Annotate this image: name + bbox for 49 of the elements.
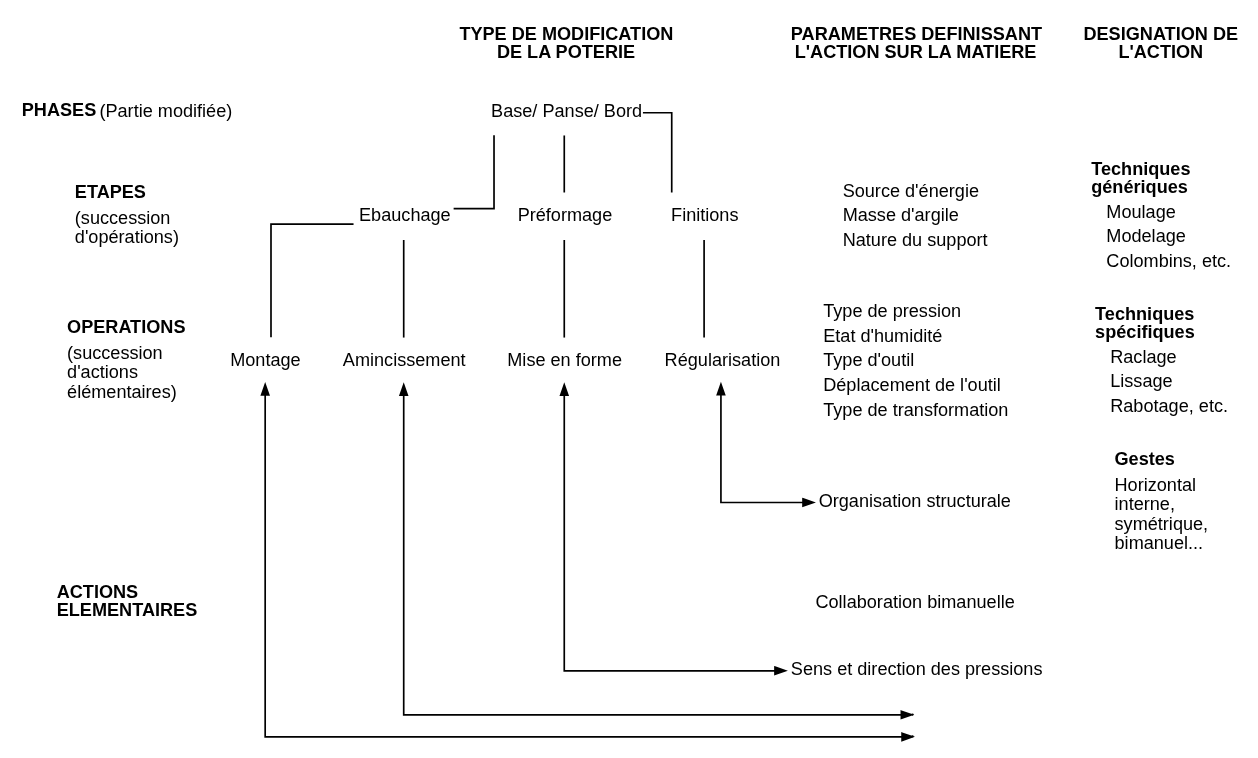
label: Techniques génériques xyxy=(1091,158,1191,197)
label: Gestes xyxy=(1114,448,1175,469)
label: (succession d'actions élémentaires) xyxy=(67,342,177,402)
label: Moulage xyxy=(1106,201,1176,222)
arrow xyxy=(559,382,788,676)
label: (Partie modifiée) xyxy=(99,101,233,122)
label: ACTIONS ELEMENTAIRES xyxy=(56,581,198,620)
label: Lissage xyxy=(1110,371,1173,392)
connector xyxy=(563,239,566,339)
label: Techniques spécifiques xyxy=(1095,303,1195,343)
arrow xyxy=(716,381,816,508)
label: PHASES xyxy=(21,99,97,120)
label: Raclage xyxy=(1110,346,1177,367)
node-text: Montage xyxy=(230,349,301,370)
node-text: Finitions xyxy=(671,204,739,225)
label: Type de pression xyxy=(823,301,962,322)
label: ETAPES xyxy=(74,182,146,203)
label: Déplacement de l'outil xyxy=(823,375,1001,396)
node-text: Préformage xyxy=(517,204,613,225)
label: Type de transformation xyxy=(823,399,1009,420)
label: Source d'énergie xyxy=(842,180,979,201)
node-text: Régularisation xyxy=(664,349,781,370)
connector xyxy=(563,134,566,194)
node-text: Mise en forme xyxy=(507,349,623,370)
connector xyxy=(703,239,705,339)
label: Masse d'argile xyxy=(842,205,959,226)
label: Modelage xyxy=(1106,226,1186,247)
arrow xyxy=(398,382,915,720)
label: DESIGNATION DE L'ACTION xyxy=(1083,23,1239,62)
label: Horizontal interne, symétrique, bimanuel... xyxy=(1114,474,1209,554)
node-text: Sens et direction des pressions xyxy=(790,658,1043,679)
label: Rabotage, etc. xyxy=(1110,395,1229,416)
label: TYPE DE MODIFICATION DE LA POTERIE xyxy=(459,23,674,62)
node-text: Organisation structurale xyxy=(818,490,1011,511)
label: PARAMETRES DEFINISSANT L'ACTION SUR LA MATIERE xyxy=(790,23,1043,62)
node-text: Ebauchage xyxy=(359,204,451,225)
connector xyxy=(270,223,355,339)
node-text: Base/ Panse/ Bord xyxy=(491,100,643,121)
label: (succession d'opérations) xyxy=(74,208,179,248)
connector xyxy=(642,111,673,194)
label: Nature du support xyxy=(842,230,988,251)
node-text: Amincissement xyxy=(342,349,466,370)
label: OPERATIONS xyxy=(67,316,186,337)
connector xyxy=(452,134,495,210)
connector xyxy=(402,239,405,339)
label: Etat d'humidité xyxy=(823,325,943,346)
label: Colombins, etc. xyxy=(1106,250,1232,271)
label: Collaboration bimanuelle xyxy=(815,591,1015,612)
label: Type d'outil xyxy=(823,350,915,371)
